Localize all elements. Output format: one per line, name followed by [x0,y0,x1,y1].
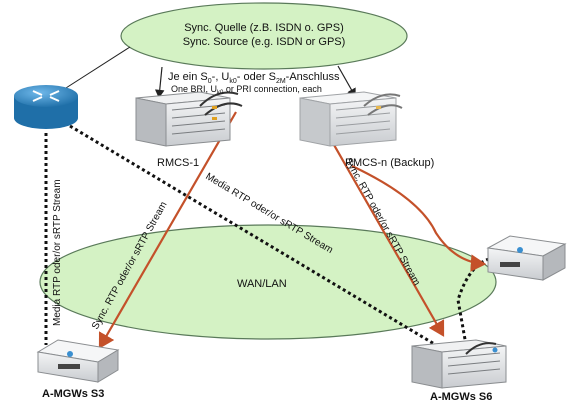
connection-note-en: One BRI, Uk0 or PRI connection, each [171,84,322,96]
sync-to-rmcs1-arrow [154,66,165,99]
sync-line-rmcsn-to-right-mgw [351,165,487,272]
rmcs-1-device-icon [135,91,243,147]
connection-note-de: Je ein S0-, Uk0- oder S2M-Anschluss [168,71,340,85]
media-stream-label-left: Media RTP oder/or sRTP Stream [52,179,63,326]
mgw-s3-label: A-MGWs S3 [42,388,104,400]
rmcs-1-label: RMCS-1 [157,157,199,169]
wan-lan-label: WAN/LAN [237,278,287,290]
sync-source-ellipse [120,2,408,70]
media-line-router-to-s6 [69,124,437,347]
mgw-s6-device-icon [411,339,507,389]
mgw-s3-device-icon [36,339,120,383]
rmcs-n-device-icon [299,91,403,147]
sync-source-label-en: Sync. Source (e.g. ISDN or GPS) [183,36,346,48]
mgw-right-device-icon [486,235,567,281]
router-icon [14,85,78,129]
sync-source-label-de: Sync. Quelle (z.B. ISDN o. GPS) [184,22,344,34]
mgw-s6-label: A-MGWs S6 [430,391,492,403]
sync-line-rmcsn-to-s6 [317,116,445,337]
sync-to-rmcsn-arrow [337,65,356,98]
sync-line-rmcs1-to-s3 [98,111,237,349]
sync-to-router-line [54,46,131,96]
rmcs-n-label: RMCS-n (Backup) [345,157,434,169]
